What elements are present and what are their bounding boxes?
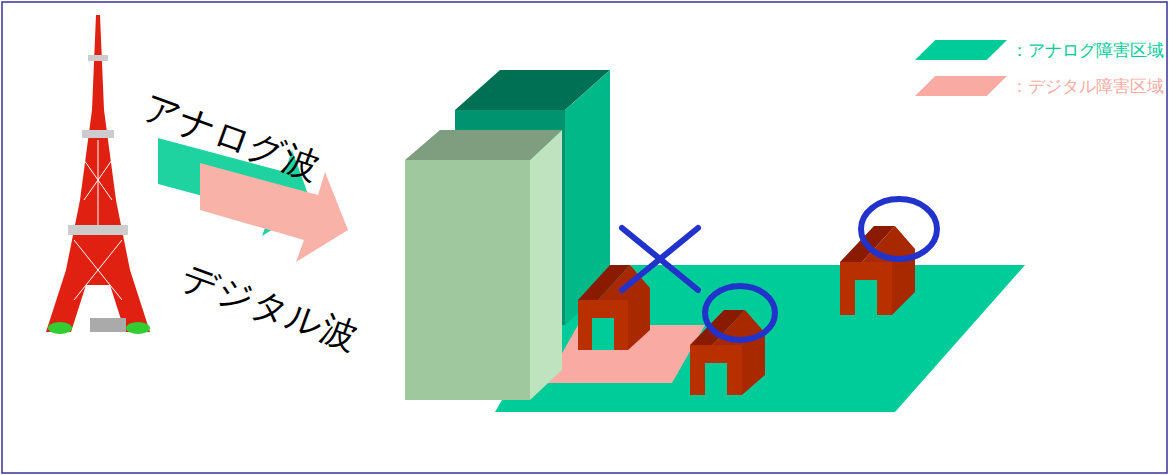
house xyxy=(840,226,915,315)
cross-mark xyxy=(622,228,698,290)
legend-text: ：アナログ障害区域 xyxy=(1011,40,1164,60)
legend-swatch xyxy=(915,76,1007,96)
wave-label: デジタル波 xyxy=(175,253,365,362)
house xyxy=(690,310,765,395)
circle-mark xyxy=(705,286,775,340)
building xyxy=(405,130,562,400)
tv-tower xyxy=(46,15,150,334)
legend-text: ：デジタル障害区域 xyxy=(1011,76,1164,96)
circle-mark xyxy=(861,199,937,259)
legend-swatch xyxy=(915,40,1007,60)
